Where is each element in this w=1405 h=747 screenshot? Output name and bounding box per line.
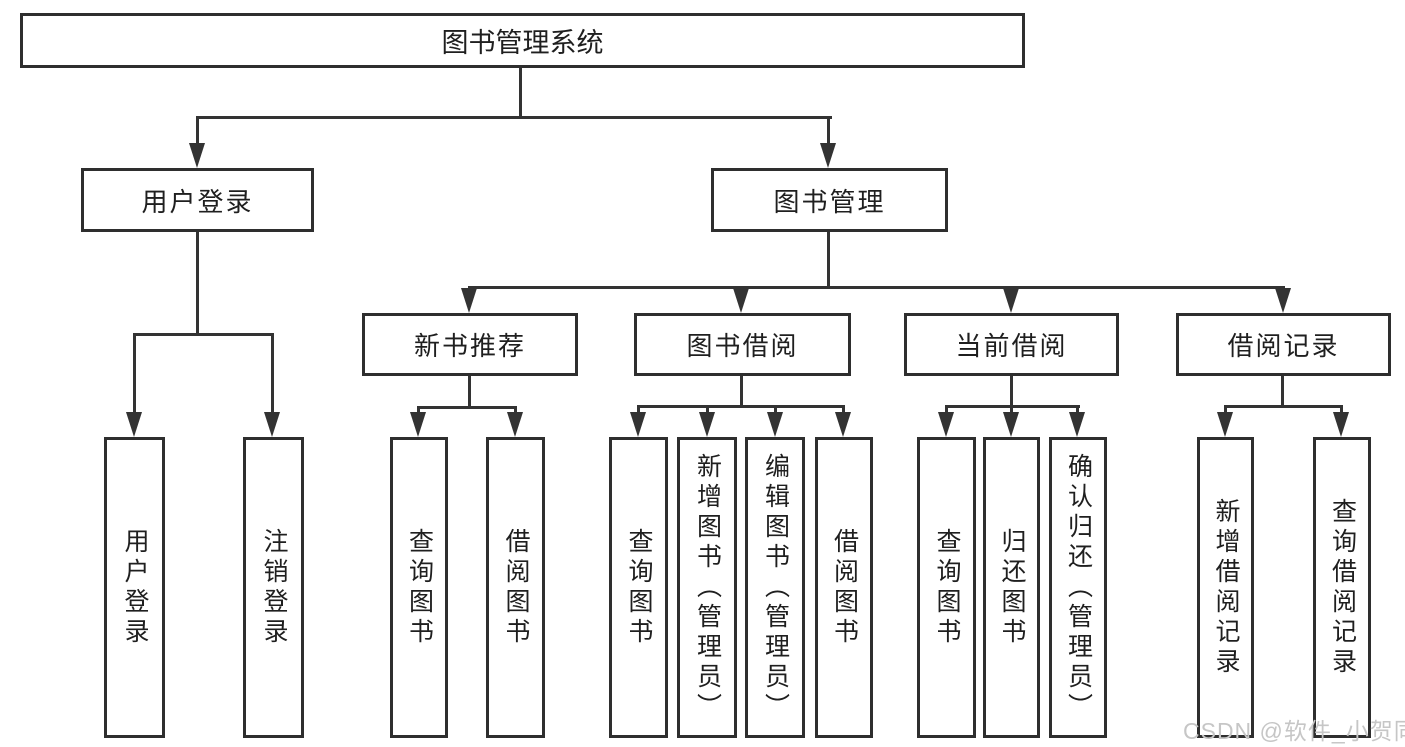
arrow-down-icon: [733, 288, 749, 313]
leaf-borrow-books-2: 借阅图书: [815, 437, 873, 738]
arrow-down-icon: [630, 412, 646, 437]
node-label: 确认归还（管理员）: [1064, 452, 1093, 723]
arrow-down-icon: [767, 412, 783, 437]
node-book-borrow: 图书借阅: [634, 313, 851, 376]
node-label: 编辑图书（管理员）: [761, 452, 790, 723]
connector-line: [740, 376, 743, 408]
connector-line: [945, 405, 948, 415]
connector-line: [271, 333, 274, 415]
node-label: 借阅图书: [502, 527, 530, 648]
connector-line: [827, 232, 830, 289]
leaf-query-books-1: 查询图书: [390, 437, 448, 738]
node-label: 查询图书: [405, 527, 434, 648]
connector-line: [706, 405, 709, 415]
connector-line: [133, 333, 136, 415]
node-current-borrow: 当前借阅: [904, 313, 1119, 376]
connector-line: [468, 376, 471, 409]
connector-line: [514, 406, 517, 416]
arrow-down-icon: [938, 412, 954, 437]
node-label: 借阅图书: [830, 527, 859, 648]
arrow-down-icon: [1069, 412, 1085, 437]
connector-line: [827, 116, 830, 146]
connector-line: [1340, 405, 1343, 415]
arrow-down-icon: [699, 412, 715, 437]
connector-line: [774, 405, 777, 415]
connector-line: [1224, 405, 1343, 408]
arrow-down-icon: [820, 143, 836, 168]
leaf-logout: 注销登录: [243, 437, 304, 738]
leaf-query-borrow-record: 查询借阅记录: [1313, 437, 1371, 738]
arrow-down-icon: [1275, 288, 1291, 313]
node-label: 图书管理: [773, 186, 886, 217]
leaf-borrow-books-1: 借阅图书: [486, 437, 545, 738]
connector-line: [1010, 376, 1013, 408]
arrow-down-icon: [507, 412, 523, 437]
connector-line: [1076, 405, 1079, 415]
arrow-down-icon: [1003, 288, 1019, 313]
leaf-query-books-3: 查询图书: [917, 437, 976, 738]
node-label: 查询图书: [933, 527, 961, 648]
node-book-management: 图书管理: [711, 168, 948, 232]
arrow-down-icon: [410, 412, 426, 437]
arrow-down-icon: [1333, 412, 1349, 437]
node-label: 借阅记录: [1227, 331, 1340, 361]
node-label: 注销登录: [260, 527, 288, 648]
node-label: 新增图书（管理员）: [693, 452, 722, 723]
arrow-down-icon: [264, 412, 280, 437]
leaf-add-books-admin: 新增图书（管理员）: [677, 437, 737, 738]
connector-line: [637, 405, 845, 408]
connector-line: [417, 406, 420, 416]
node-user-login-group: 用户登录: [81, 168, 314, 232]
connector-line: [196, 116, 199, 146]
arrow-down-icon: [126, 412, 142, 437]
node-label: 图书管理系统: [441, 28, 604, 58]
arrow-down-icon: [835, 412, 851, 437]
leaf-user-login: 用户登录: [104, 437, 165, 738]
node-label: 查询图书: [625, 527, 653, 648]
node-label: 图书借阅: [686, 331, 799, 361]
node-new-book-recommend: 新书推荐: [362, 313, 578, 376]
node-label: 归还图书: [998, 527, 1026, 648]
connector-line: [417, 406, 517, 409]
leaf-add-borrow-record: 新增借阅记录: [1197, 437, 1254, 738]
node-borrow-records: 借阅记录: [1176, 313, 1391, 376]
watermark: CSDN @软件_小贺同学: [1183, 718, 1405, 744]
leaf-confirm-return-admin: 确认归还（管理员）: [1049, 437, 1107, 738]
arrow-down-icon: [461, 288, 477, 313]
node-label: 当前借阅: [955, 331, 1068, 361]
arrow-down-icon: [189, 143, 205, 168]
connector-line: [519, 68, 522, 119]
node-label: 新书推荐: [413, 331, 526, 361]
node-label: 查询借阅记录: [1328, 497, 1357, 678]
connector-line: [1010, 405, 1013, 415]
arrow-down-icon: [1003, 412, 1019, 437]
connector-line: [468, 286, 1285, 289]
connector-line: [637, 405, 640, 415]
connector-line: [842, 405, 845, 415]
node-library-management-system: 图书管理系统: [20, 13, 1025, 68]
connector-line: [196, 116, 832, 119]
node-label: 新增借阅记录: [1212, 497, 1240, 678]
connector-line: [133, 333, 274, 336]
leaf-query-books-2: 查询图书: [609, 437, 668, 738]
node-label: 用户登录: [121, 527, 149, 648]
connector-line: [1224, 405, 1227, 415]
connector-line: [1281, 376, 1284, 408]
leaf-return-books: 归还图书: [983, 437, 1040, 738]
leaf-edit-books-admin: 编辑图书（管理员）: [745, 437, 805, 738]
node-label: 用户登录: [141, 186, 254, 217]
connector-line: [196, 232, 199, 336]
arrow-down-icon: [1217, 412, 1233, 437]
